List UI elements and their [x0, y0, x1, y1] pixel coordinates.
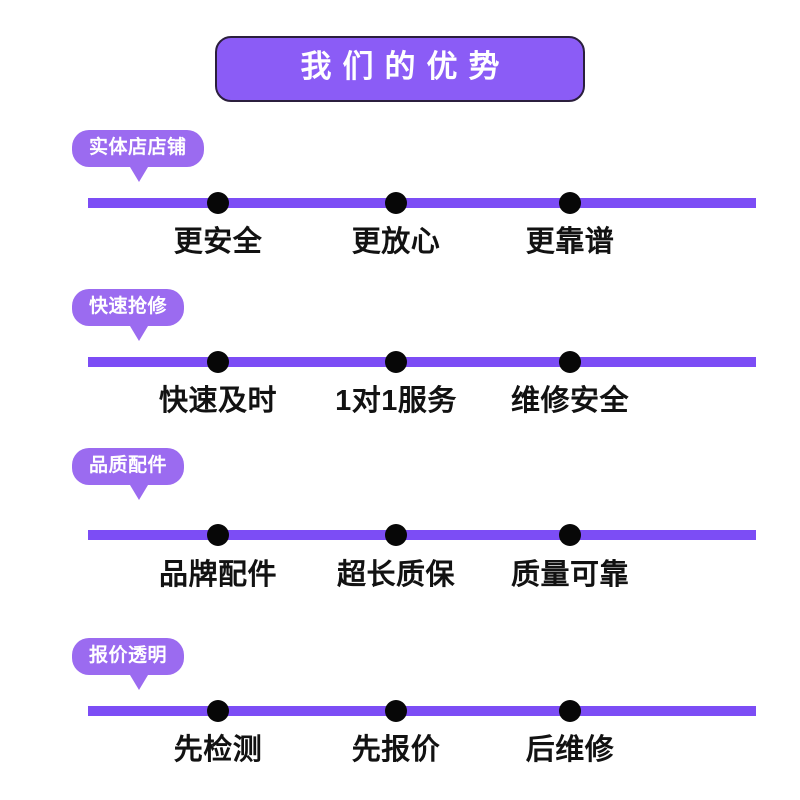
section-bar-2	[88, 357, 756, 367]
section-badge-3: 品质配件	[72, 448, 185, 500]
section-dot-1-1	[207, 192, 229, 214]
advantage-item-label: 快速及时	[158, 385, 277, 417]
section-badge-1: 实体店店铺	[72, 130, 204, 182]
section-bar-3	[88, 530, 756, 540]
advantage-item-label: 先检测	[173, 734, 263, 766]
section-badge-label-1: 实体店店铺	[89, 137, 187, 158]
page-title-pill: 我们的优势	[215, 36, 585, 102]
section-badge-label-3: 品质配件	[89, 455, 168, 476]
section-bar-4	[88, 706, 756, 716]
page-title-container: 我们的优势	[0, 36, 800, 102]
section-dot-4-3	[559, 700, 581, 722]
section-dot-2-2	[385, 351, 407, 373]
section-dot-4-2	[385, 700, 407, 722]
advantage-item-label: 维修安全	[510, 385, 629, 417]
badge-tail-icon-2	[130, 325, 148, 341]
section-bar-1	[88, 198, 756, 208]
section-dot-3-1	[207, 524, 229, 546]
advantage-item-label: 后维修	[525, 734, 615, 766]
advantage-item-label: 品牌配件	[158, 559, 277, 591]
advantage-item-label: 先报价	[351, 734, 441, 766]
section-badge-label-2: 快速抢修	[89, 296, 168, 317]
advantage-item-label: 更放心	[351, 226, 441, 258]
badge-tail-icon-1	[130, 166, 148, 182]
section-dot-4-1	[207, 700, 229, 722]
section-dot-1-3	[559, 192, 581, 214]
advantage-item-label: 质量可靠	[510, 559, 629, 591]
advantage-item-label: 超长质保	[336, 559, 455, 591]
page-title: 我们的优势	[300, 49, 511, 84]
advantage-item-label: 1对1服务	[335, 385, 457, 417]
section-dot-2-3	[559, 351, 581, 373]
section-dot-1-2	[385, 192, 407, 214]
advantage-item-label: 更靠谱	[525, 226, 615, 258]
badge-tail-icon-4	[130, 674, 148, 690]
section-badge-label-4: 报价透明	[89, 645, 168, 666]
section-badge-2: 快速抢修	[72, 289, 185, 341]
section-dot-3-3	[559, 524, 581, 546]
section-badge-4: 报价透明	[72, 638, 185, 690]
badge-tail-icon-3	[130, 484, 148, 500]
advantage-item-label: 更安全	[173, 226, 263, 258]
section-dot-3-2	[385, 524, 407, 546]
section-dot-2-1	[207, 351, 229, 373]
